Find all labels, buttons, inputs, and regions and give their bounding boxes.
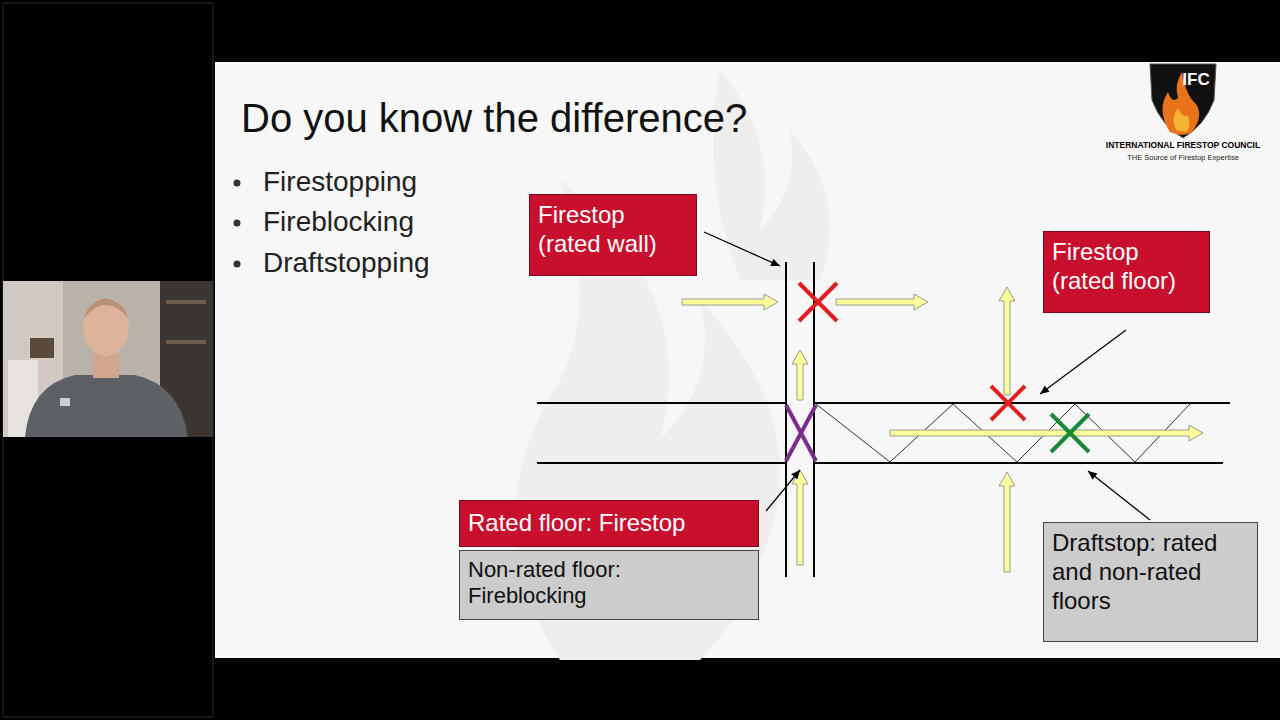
firestop-box-text: Firestop (rated floor) — [1052, 238, 1201, 296]
webcam-image — [3, 281, 213, 437]
bullet-item: Draftstopping — [263, 247, 430, 279]
firestop-box: Firestop (rated wall) — [529, 194, 697, 276]
firestop-box-text: Rated floor: Firestop — [468, 509, 750, 538]
firestop-x-mark — [799, 283, 837, 321]
firestop-box: Firestop (rated floor) — [1043, 231, 1210, 313]
slide-background — [215, 62, 1280, 658]
fireblock-x-mark — [786, 405, 816, 461]
bullet-item-text: Draftstopping — [263, 247, 430, 278]
logo-letters-text: IFC — [1182, 70, 1209, 89]
bullet-dot — [234, 220, 241, 227]
bullet-dot — [234, 261, 241, 268]
draftstop-box-text: Draftstop: rated and non-rated floors — [1052, 529, 1220, 615]
draftstop-x-mark — [1051, 414, 1089, 452]
firestop-x-mark — [991, 386, 1025, 420]
bullet-item-text: Firestopping — [263, 166, 417, 197]
ifc-logo-shield — [1150, 64, 1216, 138]
bullet-item: Firestopping — [263, 166, 417, 198]
bullet-item-text: Fireblocking — [263, 206, 414, 237]
logo-tagline: THE Source of Firestop Expertise — [1127, 153, 1239, 162]
slide-title-text: Do you know the difference? — [241, 96, 747, 140]
logo-tagline-text: THE Source of Firestop Expertise — [1127, 153, 1239, 162]
logo-name: INTERNATIONAL FIRESTOP COUNCIL — [1106, 140, 1260, 150]
logo-name-text: INTERNATIONAL FIRESTOP COUNCIL — [1106, 140, 1260, 150]
slide-title: Do you know the difference? — [241, 96, 747, 141]
floor-lines — [537, 403, 1230, 463]
draftstop-box: Draftstop: rated and non-rated floors — [1043, 522, 1258, 642]
bullet-dot — [234, 180, 241, 187]
side-panel — [3, 3, 213, 717]
bullet-item: Fireblocking — [263, 206, 414, 238]
fireblocking-box-text: Non-rated floor: Fireblocking — [468, 557, 666, 610]
firestop-box: Rated floor: Firestop — [459, 500, 759, 547]
firestop-box-text: Firestop (rated wall) — [538, 201, 688, 259]
logo-letters: IFC — [1182, 70, 1209, 90]
fireblocking-box: Non-rated floor: Fireblocking — [459, 550, 759, 620]
